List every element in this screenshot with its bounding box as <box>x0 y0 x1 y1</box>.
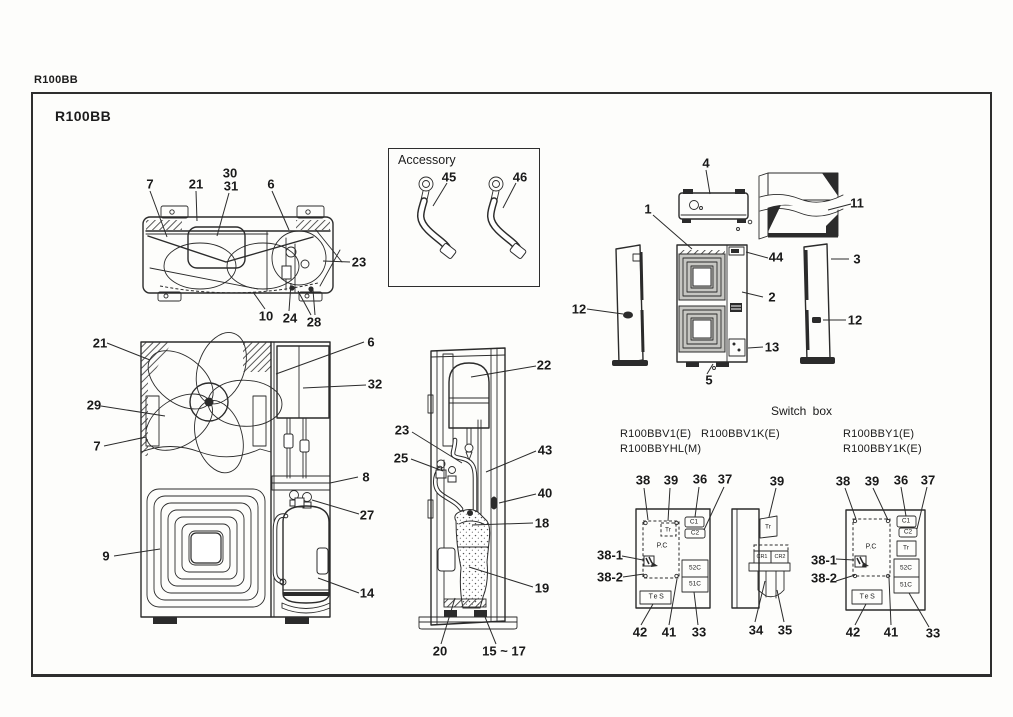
component-c1-left: C1 <box>689 518 699 526</box>
diagram-frame <box>31 92 992 677</box>
callout-27: 27 <box>359 507 375 523</box>
callout-38-1L: 38-1 <box>596 547 624 563</box>
component-pc-left: P.C <box>656 542 668 550</box>
component-52c-left: 52C <box>689 564 701 572</box>
callout-20: 20 <box>432 643 448 659</box>
model-r100bbv1ke: R100BBV1K(E) <box>701 428 780 440</box>
callout-12-right: 12 <box>847 312 863 328</box>
model-r100bby1e: R100BBY1(E) <box>843 428 915 440</box>
callout-38-1R: 38-1 <box>810 552 838 568</box>
component-cr1: CR1 <box>756 554 768 560</box>
component-51c-left: 51C <box>689 580 701 588</box>
component-c2-left: C2 <box>690 529 700 537</box>
callout-38-2R: 38-2 <box>810 570 838 586</box>
accessory-box <box>388 148 540 287</box>
callout-10: 10 <box>258 308 274 324</box>
callout-34: 34 <box>748 622 764 638</box>
model-r100bbyhlm: R100BBYHL(M) <box>620 443 702 455</box>
callout-21b: 21 <box>92 335 108 351</box>
callout-5: 5 <box>705 372 713 388</box>
page-title: R100BB <box>55 108 112 124</box>
callout-37R: 37 <box>920 472 936 488</box>
corner-model-code: R100BB <box>34 74 78 86</box>
callout-42L: 42 <box>632 624 648 640</box>
callout-36L: 36 <box>692 471 708 487</box>
callout-28: 28 <box>306 314 322 330</box>
callout-38R: 38 <box>835 473 851 489</box>
callout-36R: 36 <box>893 472 909 488</box>
callout-7b: 7 <box>93 438 101 454</box>
callout-23: 23 <box>351 254 367 270</box>
model-r100bby1ke: R100BBY1K(E) <box>843 443 922 455</box>
callout-40: 40 <box>537 485 553 501</box>
callout-14: 14 <box>359 585 375 601</box>
callout-12-left: 12 <box>571 301 587 317</box>
callout-46: 46 <box>512 169 528 185</box>
callout-38L: 38 <box>635 472 651 488</box>
callout-35: 35 <box>777 622 793 638</box>
callout-6: 6 <box>267 176 275 192</box>
callout-24: 24 <box>282 310 298 326</box>
callout-41R: 41 <box>883 624 899 640</box>
callout-15-17: 15 ~ 17 <box>482 643 526 659</box>
callout-33R: 33 <box>925 625 941 641</box>
callout-3: 3 <box>853 251 861 267</box>
callout-39L: 39 <box>663 472 679 488</box>
callout-9: 9 <box>102 548 110 564</box>
callout-39R: 39 <box>864 473 880 489</box>
callout-42R: 42 <box>845 624 861 640</box>
callout-43: 43 <box>537 442 553 458</box>
model-r100bbv1e: R100BBV1(E) <box>620 428 692 440</box>
callout-37L: 37 <box>717 471 733 487</box>
callout-39M: 39 <box>769 473 785 489</box>
callout-33L: 33 <box>691 624 707 640</box>
component-c2-right: C2 <box>903 528 913 536</box>
component-tr-right: Tr <box>903 544 909 552</box>
callout-22: 22 <box>536 357 552 373</box>
component-52c-right: 52C <box>900 564 912 572</box>
accessory-label: Accessory <box>398 153 456 167</box>
callout-25: 25 <box>393 450 409 466</box>
callout-41L: 41 <box>661 624 677 640</box>
callout-11: 11 <box>850 195 864 211</box>
callout-7: 7 <box>146 176 154 192</box>
callout-21: 21 <box>188 176 204 192</box>
callout-45: 45 <box>441 169 457 185</box>
component-c1-right: C1 <box>901 517 911 525</box>
callout-31: 31 <box>223 178 239 194</box>
callout-23b: 23 <box>394 422 410 438</box>
switch-box-title: Switch box <box>771 404 833 418</box>
callout-18: 18 <box>534 515 550 531</box>
component-tes-right: TeS <box>859 593 877 601</box>
callout-2: 2 <box>768 289 776 305</box>
component-51c-right: 51C <box>900 581 912 589</box>
callout-29: 29 <box>86 397 102 413</box>
callout-38-2L: 38-2 <box>596 569 624 585</box>
callout-44: 44 <box>768 249 784 265</box>
component-pc-right: P.C <box>865 543 877 551</box>
callout-8: 8 <box>362 469 370 485</box>
callout-4: 4 <box>702 155 710 171</box>
component-tr-middle: Tr <box>765 523 771 531</box>
callout-19: 19 <box>534 580 550 596</box>
callout-6b: 6 <box>367 334 375 350</box>
callout-1: 1 <box>644 201 652 217</box>
callout-30: 30 <box>222 165 238 181</box>
component-tes-left: TeS <box>648 593 666 601</box>
component-cr2: CR2 <box>774 554 786 560</box>
component-tr-left: Tr <box>665 526 671 534</box>
callout-13: 13 <box>764 339 780 355</box>
callout-32: 32 <box>367 376 383 392</box>
